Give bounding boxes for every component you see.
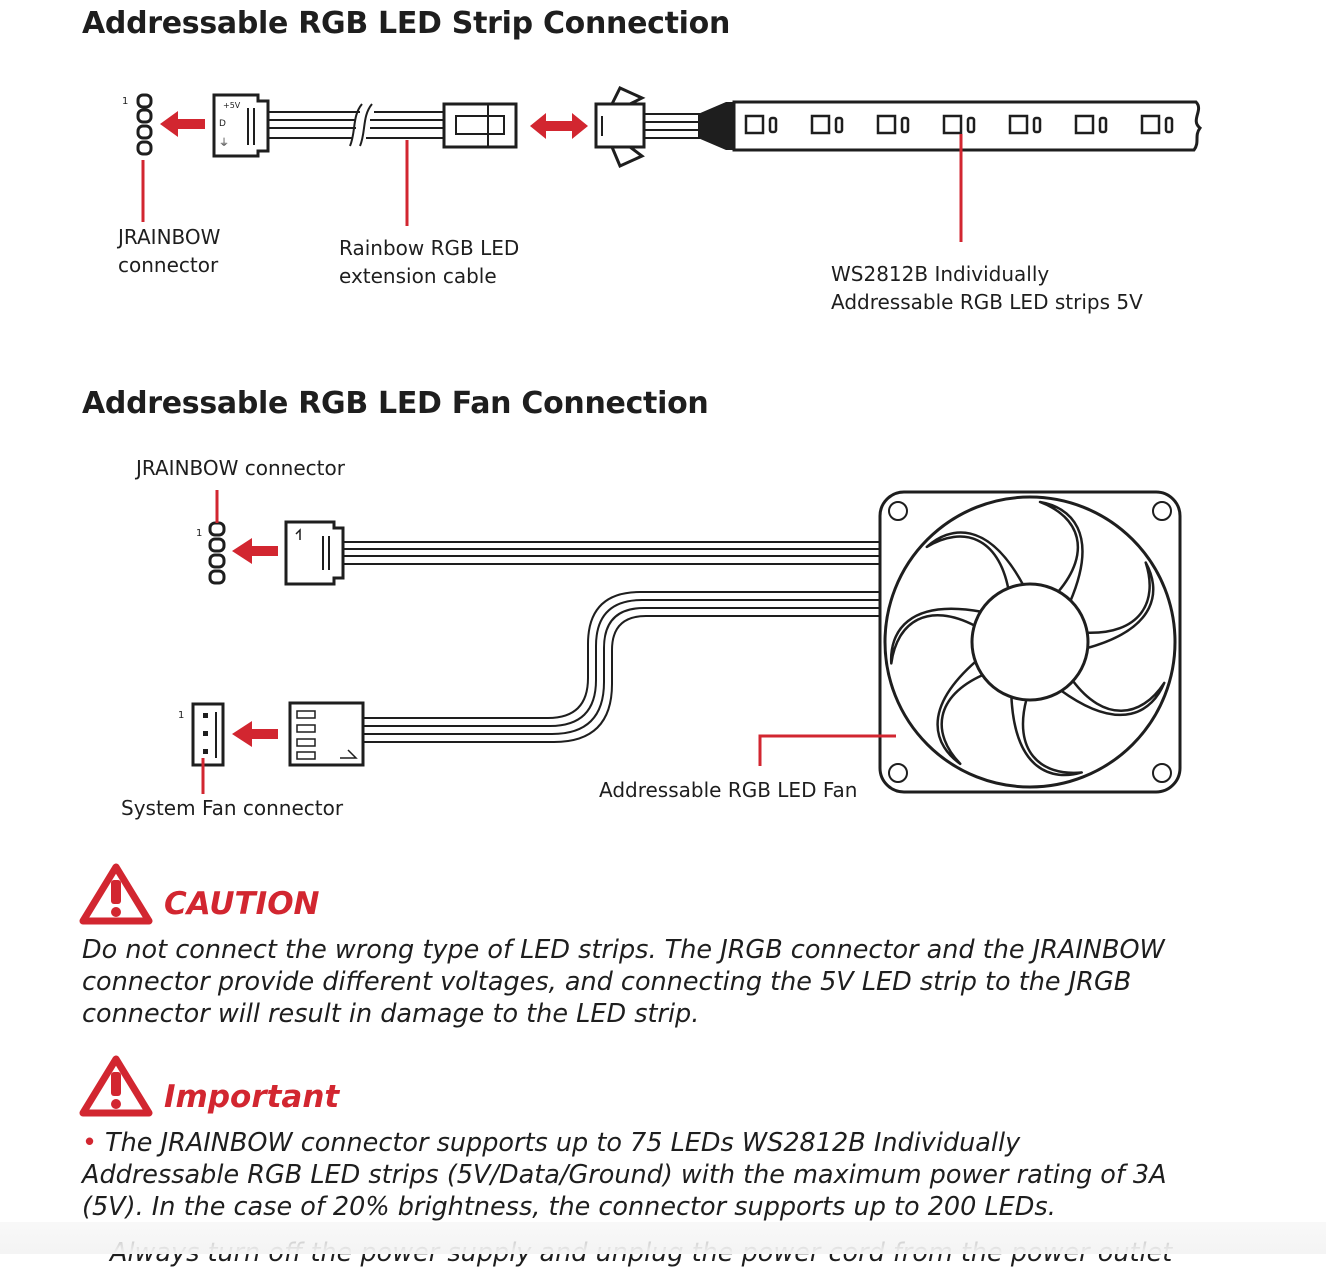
caution-warning-icon <box>79 863 153 925</box>
caution-line: connector will result in damage to the L… <box>82 999 700 1029</box>
fan-blade <box>1010 694 1083 777</box>
strip-wires <box>644 113 700 139</box>
strip-section-title: Addressable RGB LED Strip Connection <box>82 6 731 41</box>
extension-cable <box>268 103 446 147</box>
led-resistor <box>768 116 778 134</box>
caution-line: Do not connect the wrong type of LED str… <box>82 935 1165 965</box>
fan-power-cable <box>362 591 882 743</box>
fan-blade <box>1038 500 1084 604</box>
led-strip-label: WS2812B Individually Addressable RGB LED… <box>831 262 1143 314</box>
important-text: •The JRAINBOW connector supports up to 7… <box>82 1127 1262 1223</box>
fan-power-plug <box>288 701 365 767</box>
led-chip <box>810 114 831 135</box>
led-chip <box>744 114 765 135</box>
system-fan-pin-one-marker: 1 <box>178 710 184 721</box>
fan-rainbow-plug <box>284 520 345 586</box>
plug-power-mark: +5V <box>223 101 241 110</box>
strip-end-cap <box>698 102 734 150</box>
fan-rgb-cable <box>343 541 882 565</box>
important-line: •The JRAINBOW connector supports up to 7… <box>82 1128 1021 1158</box>
led-chip <box>942 114 963 135</box>
left-arrow-icon <box>160 111 205 137</box>
led-chip <box>1140 114 1161 135</box>
led-chip <box>1008 114 1029 135</box>
led-resistor <box>1098 116 1108 134</box>
system-fan-header-pins <box>203 713 208 754</box>
important-line: Addressable RGB LED strips (5V/Data/Grou… <box>82 1160 1167 1190</box>
led-resistor <box>1032 116 1042 134</box>
fan-section-title: Addressable RGB LED Fan Connection <box>82 386 709 421</box>
fan-jrainbow-arrow-icon <box>232 538 278 564</box>
rgb-fan <box>878 490 1182 794</box>
ground-icon: ⏚ <box>219 137 229 149</box>
cable-male-connector <box>442 102 518 149</box>
fan-blade <box>925 531 1025 591</box>
page-bottom-fade <box>0 1222 1326 1254</box>
led-resistor <box>1164 116 1174 134</box>
important-heading: Important <box>164 1079 340 1115</box>
led-resistor <box>834 116 844 134</box>
led-chips <box>744 114 1174 135</box>
system-fan-arrow-icon <box>232 721 278 747</box>
rgb-fan-label: Addressable RGB LED Fan <box>599 778 858 802</box>
fan-blade <box>1084 561 1155 650</box>
caution-line: connector provide different voltages, an… <box>82 967 1132 997</box>
bullet-icon: • <box>82 1128 98 1158</box>
extension-cable-label: Rainbow RGB LED extension cable <box>339 236 520 288</box>
caution-text: Do not connect the wrong type of LED str… <box>82 934 1262 1030</box>
led-resistor <box>900 116 910 134</box>
fan-jrainbow-label: JRAINBOW connector <box>136 456 345 480</box>
led-resistor <box>966 116 976 134</box>
strip-jrainbow-label: JRAINBOW connector <box>118 225 221 277</box>
system-fan-label: System Fan connector <box>121 796 344 820</box>
fan-hub <box>970 582 1090 702</box>
strip-female-connector <box>594 86 646 169</box>
important-warning-icon <box>79 1055 153 1117</box>
led-chip <box>1074 114 1095 135</box>
fan-pin-one-marker: 1 <box>196 528 202 539</box>
rainbow-plug <box>212 93 270 158</box>
fan-leader-line <box>758 734 896 766</box>
caution-heading: CAUTION <box>164 886 320 922</box>
pin-one-marker: 1 <box>122 96 128 107</box>
fan-blade <box>889 607 984 665</box>
jrainbow-header-pins <box>136 93 153 156</box>
double-arrow-icon <box>530 113 588 139</box>
led-chip <box>876 114 897 135</box>
plug-data-mark: D <box>219 119 226 129</box>
important-line: (5V). In the case of 20% brightness, the… <box>82 1192 1056 1222</box>
